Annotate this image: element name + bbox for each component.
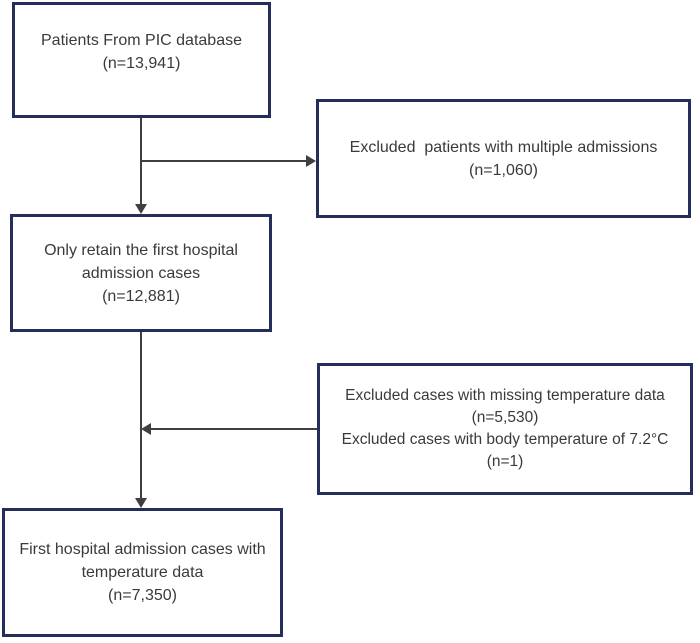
arrowhead-into-excluded-multiple [306,155,316,167]
box-first-admission-cases: Only retain the first hospital admission… [10,214,272,332]
box-excluded-temperature-cases-count1: (n=5,530) [471,409,539,426]
box-pic-database-count: (n=13,941) [102,55,181,72]
box-final-cohort-count: (n=7,350) [108,587,177,604]
connector-excluded-temperature-to-branch [151,428,317,430]
arrowhead-into-final-cohort [135,498,147,508]
arrowhead-into-first-admission [135,204,147,214]
connector-first-admission-to-final [140,332,142,499]
box-excluded-multiple-admissions-count: (n=1,060) [469,161,538,179]
box-final-cohort-text-line1: First hospital admission cases with [19,541,266,558]
box-excluded-temperature-cases-text-line1: Excluded cases with missing temperature … [345,387,665,404]
box-pic-database: Patients From PIC database (n=13,941) [12,2,271,118]
connector-pic-to-first-admission [140,118,142,206]
box-excluded-temperature-cases: Excluded cases with missing temperature … [317,363,693,495]
box-excluded-temperature-cases-count2: (n=1) [486,453,524,470]
box-final-cohort-text-line2: temperature data [81,564,204,581]
box-first-admission-cases-text-line2: admission cases [81,264,201,282]
box-excluded-temperature-cases-text-line2: Excluded cases with body temperature of … [341,431,669,448]
box-pic-database-text: Patients From PIC database [41,32,242,49]
arrowhead-into-main-line [141,423,151,435]
box-first-admission-cases-text-line1: Only retain the first hospital [44,241,238,259]
box-first-admission-cases-count: (n=12,881) [102,287,180,305]
box-excluded-multiple-admissions: Excluded patients with multiple admissio… [316,99,691,218]
box-final-cohort: First hospital admission cases with temp… [2,508,283,637]
connector-branch-to-excluded-multiple [141,160,307,162]
box-excluded-multiple-admissions-text: Excluded patients with multiple admissio… [349,138,658,156]
